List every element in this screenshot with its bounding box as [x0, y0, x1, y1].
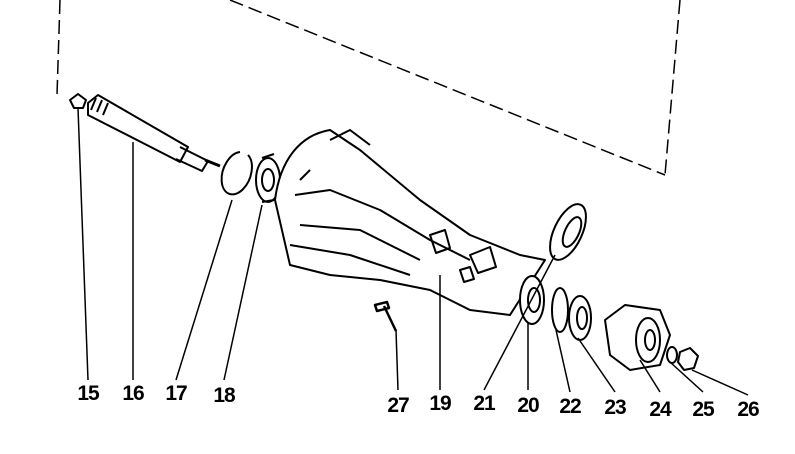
part-21-ring — [549, 203, 587, 261]
part-label-24: 24 — [649, 398, 671, 421]
part-label-16: 16 — [122, 382, 144, 405]
part-22-circlip — [551, 287, 569, 333]
part-24-flange — [604, 304, 671, 371]
part-17-circlip — [220, 151, 253, 196]
part-label-21: 21 — [473, 392, 495, 415]
part-label-26: 26 — [737, 398, 759, 421]
part-label-25: 25 — [692, 398, 714, 421]
part-label-23: 23 — [604, 396, 626, 419]
part-label-15: 15 — [77, 382, 99, 405]
leader-lines — [77, 107, 749, 396]
part-label-20: 20 — [517, 394, 539, 417]
part-16-shaft — [87, 94, 221, 172]
dashed-assembly-outline — [56, 0, 681, 176]
part-15-cap — [69, 93, 87, 109]
part-label-17: 17 — [165, 382, 187, 405]
part-label-19: 19 — [429, 392, 451, 415]
part-25-washer — [666, 346, 678, 364]
part-label-18: 18 — [213, 384, 235, 407]
part-19-housing — [274, 129, 546, 316]
part-23-seal — [568, 295, 592, 341]
part-label-27: 27 — [387, 394, 409, 417]
part-27-bolt — [373, 300, 398, 332]
part-26-nut — [677, 347, 699, 371]
part-label-22: 22 — [559, 395, 581, 418]
